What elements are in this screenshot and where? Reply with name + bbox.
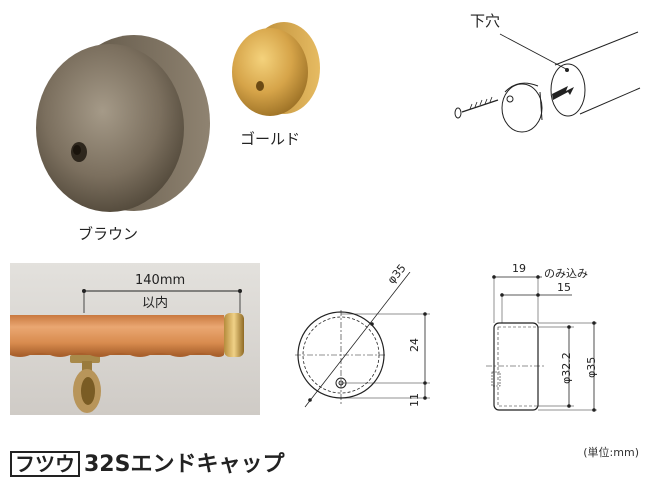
unit-note: (単位:mm) — [583, 446, 639, 459]
front-24-label: 24 — [408, 338, 421, 352]
handrail-photo — [10, 263, 260, 415]
side-view-drawing — [486, 275, 597, 412]
pilot-hole-label: 下穴 — [470, 12, 501, 30]
photo-length-sub-label: 以内 — [142, 296, 169, 311]
brown-label: ブラウン — [78, 225, 139, 243]
title-text: 32Sエンドキャップ — [84, 452, 285, 477]
side-15-label: 15 — [557, 281, 571, 294]
side-dia-outer-label: φ35 — [585, 356, 598, 378]
arrow-icon — [552, 86, 574, 100]
side-nomikomi-label: のみ込み — [544, 267, 588, 280]
side-dia-inner-label: φ32.2 — [560, 352, 573, 384]
photo-length-label: 140mm — [135, 273, 186, 288]
title-badge: フツウ — [10, 451, 80, 477]
front-11-label: 11 — [408, 393, 421, 407]
side-19-label: 19 — [512, 262, 526, 275]
screw-icon — [454, 96, 499, 119]
gold-cap-image — [232, 22, 320, 116]
front-view-drawing — [295, 272, 430, 408]
installation-diagram — [454, 31, 641, 133]
gold-label: ゴールド — [240, 130, 301, 148]
brown-cap-image — [36, 35, 210, 212]
